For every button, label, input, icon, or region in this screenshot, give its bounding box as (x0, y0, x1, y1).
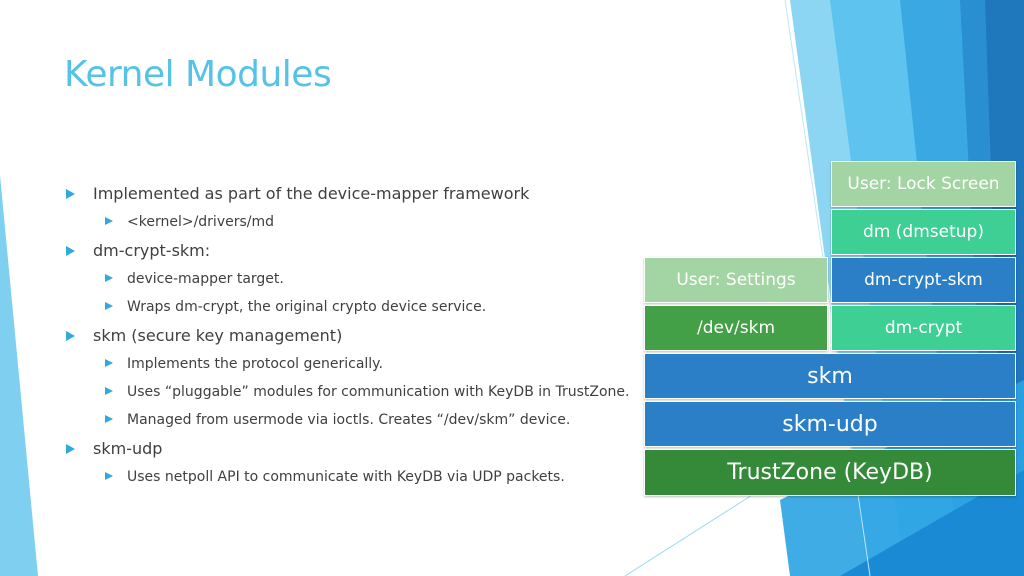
sub-bullet-text: Managed from usermode via ioctls. Create… (127, 412, 571, 428)
sub-bullet-text: Wraps dm-crypt, the original crypto devi… (127, 299, 487, 315)
box-trustzone-keydb: TrustZone (KeyDB) (644, 449, 1016, 496)
bullet-list: Implemented as part of the device-mapper… (64, 183, 654, 495)
box-user-lock-screen: User: Lock Screen (831, 161, 1016, 207)
bullet-arrow-icon (66, 189, 75, 199)
sub-bullet-item: device-mapper target. (64, 269, 654, 297)
box-dev-skm: /dev/skm (644, 305, 828, 351)
bullet-text: skm-udp (93, 439, 163, 458)
box-dm-crypt: dm-crypt (831, 305, 1016, 351)
box-skm: skm (644, 353, 1016, 399)
bullet-arrow-icon (105, 302, 113, 310)
bullet-text: dm-crypt-skm: (93, 241, 211, 260)
bullet-item: skm-udp (64, 438, 654, 467)
slide-title: Kernel Modules (64, 54, 332, 95)
sub-bullet-text: Uses “pluggable” modules for communicati… (127, 384, 630, 400)
sub-bullet-text: device-mapper target. (127, 271, 284, 287)
sub-bullet-item: Uses “pluggable” modules for communicati… (64, 382, 654, 410)
sub-bullet-item: Managed from usermode via ioctls. Create… (64, 410, 654, 438)
bullet-arrow-icon (105, 415, 113, 423)
bullet-arrow-icon (66, 246, 75, 256)
bullet-arrow-icon (105, 217, 113, 225)
bullet-arrow-icon (105, 387, 113, 395)
sub-bullet-item: Uses netpoll API to communicate with Key… (64, 467, 654, 495)
bullet-arrow-icon (105, 274, 113, 282)
bullet-arrow-icon (66, 331, 75, 341)
bullet-item: Implemented as part of the device-mapper… (64, 183, 654, 212)
sub-bullet-text: Implements the protocol generically. (127, 356, 383, 372)
bullet-text: skm (secure key management) (93, 326, 343, 345)
sub-bullet-item: Wraps dm-crypt, the original crypto devi… (64, 297, 654, 325)
box-dm-crypt-skm: dm-crypt-skm (831, 257, 1016, 303)
sub-bullet-item: Implements the protocol generically. (64, 354, 654, 382)
sub-bullet-item: <kernel>/drivers/md (64, 212, 654, 240)
box-user-settings: User: Settings (644, 257, 828, 303)
bullet-item: dm-crypt-skm: (64, 240, 654, 269)
sub-bullet-text: <kernel>/drivers/md (127, 214, 275, 230)
bullet-text: Implemented as part of the device-mapper… (93, 184, 530, 203)
box-skm-udp: skm-udp (644, 401, 1016, 447)
sub-bullet-text: Uses netpoll API to communicate with Key… (127, 469, 565, 485)
bullet-arrow-icon (105, 472, 113, 480)
box-dm-dmsetup: dm (dmsetup) (831, 209, 1016, 255)
bullet-arrow-icon (66, 444, 75, 454)
bullet-item: skm (secure key management) (64, 325, 654, 354)
bullet-arrow-icon (105, 359, 113, 367)
